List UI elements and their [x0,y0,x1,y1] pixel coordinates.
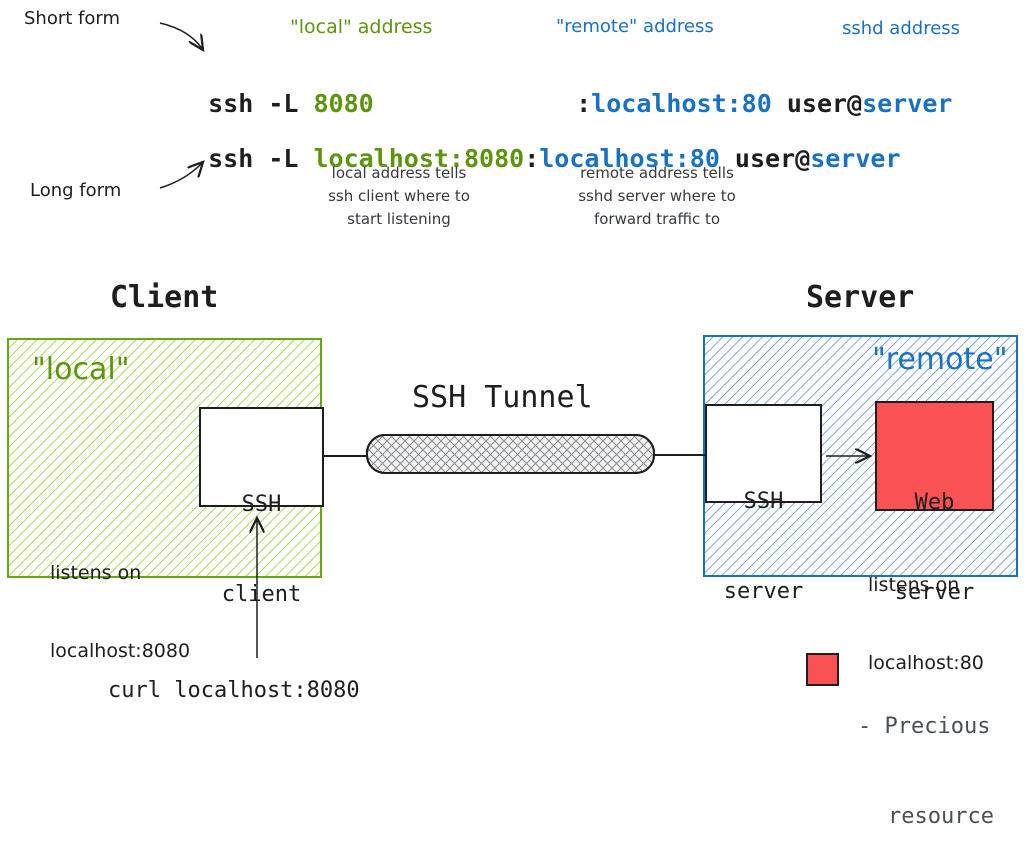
ssh-client-line1: SSH [241,492,282,517]
long-command-local: localhost:8080 [313,144,525,173]
short-command-remote: localhost:80 [591,89,772,118]
client-listens-line1: listens on [50,562,142,584]
ssh-server-box [705,404,822,503]
local-address-label: "local" address [290,16,433,38]
short-form-arrow [159,22,203,50]
short-command-local: 8080 [313,89,374,118]
curl-command: curl localhost:8080 [108,678,360,703]
long-command: ssh -L localhost:8080:localhost:80 user@… [178,115,901,173]
long-command-server: server [810,144,901,173]
web-server-line1: Web [914,490,955,515]
local-address-note: local address tells ssh client where to … [328,164,470,228]
server-listens-line2: localhost:80 [868,652,984,674]
client-listens-line2: localhost:8080 [50,640,191,662]
short-command-prefix: ssh -L [208,89,314,118]
tunnel-label: SSH Tunnel [412,380,593,415]
web-server-label: Web server [876,428,993,638]
long-command-colon: : [524,144,540,173]
ssh-server-line2: server [723,579,804,604]
remote-address-note: remote address tells sshd server where t… [578,164,736,228]
short-command: ssh -L 8080 [178,60,374,118]
server-title: Server [806,280,915,315]
ssh-server-line1: SSH [743,489,784,514]
local-zone-label: "local" [32,352,130,387]
client-title: Client [110,280,219,315]
web-server-box [875,401,994,511]
short-form-label: Short form [24,8,120,29]
server-listens-label: listens on localhost:80 [868,520,984,702]
short-command-rest: :localhost:80 user@server [546,60,952,118]
web-server-line2: server [894,580,975,605]
legend-swatch [806,653,839,686]
ssh-client-line2: client [221,582,302,607]
long-command-user: user@ [719,144,811,173]
ssh-client-label: SSH client [200,430,323,640]
short-command-user: user@ [771,89,863,118]
legend-line2: resource [888,804,994,829]
server-listens-line1: listens on [868,574,960,596]
long-command-prefix: ssh -L [208,144,314,173]
remote-zone-label: "remote" [872,342,1008,377]
long-form-label: Long form [30,180,122,201]
ssh-client-box [199,407,324,507]
sshd-address-label: sshd address [842,18,961,39]
client-listens-label: listens on localhost:8080 [50,508,190,690]
remote-address-label: "remote" address [556,16,714,37]
diagram-canvas [7,22,1018,686]
short-command-colon: : [576,89,592,118]
legend-text: - Precious resource [858,652,994,862]
short-command-server: server [862,89,953,118]
ssh-server-label: SSH server [706,427,821,637]
long-form-arrow [159,162,203,189]
long-command-remote: localhost:80 [539,144,720,173]
